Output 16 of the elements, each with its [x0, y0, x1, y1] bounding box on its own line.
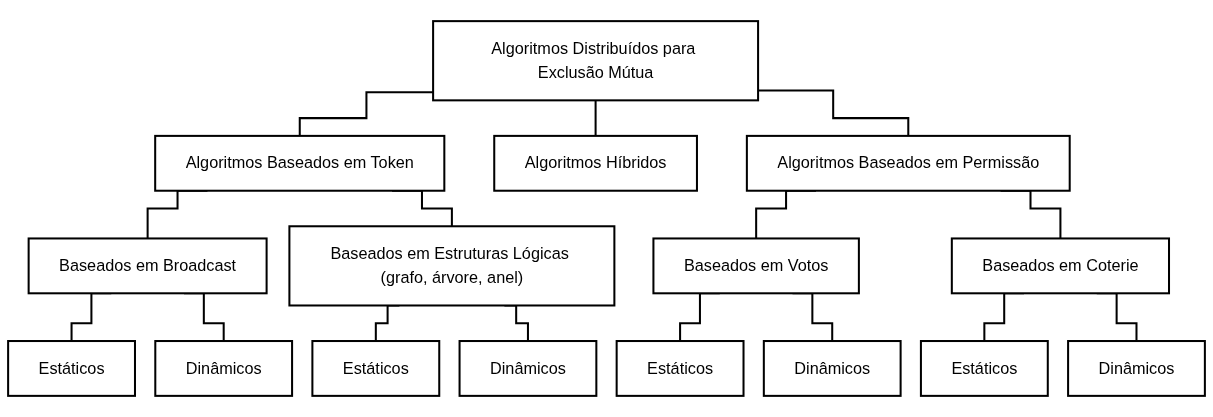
node-box: Algoritmos Baseados em Permissão: [745, 134, 1071, 192]
node-box: Estáticos: [615, 340, 745, 397]
node-box: Baseados em Broadcast: [27, 237, 268, 295]
node-box: Baseados em Estruturas Lógicas (grafo, árvore, anel): [288, 225, 616, 307]
node-box: Dinâmicos: [762, 340, 902, 397]
node-box: Algoritmos Híbridos: [493, 134, 698, 192]
node-box: Baseados em Coterie: [950, 237, 1171, 295]
node-box: Estáticos: [919, 340, 1049, 397]
node-box: Dinâmicos: [458, 340, 598, 397]
node-box: Dinâmicos: [1067, 340, 1206, 397]
node-box: Baseados em Votos: [652, 237, 860, 295]
node-box: Algoritmos Distribuídos para Exclusão Mútua: [432, 20, 760, 102]
node-box: Dinâmicos: [154, 340, 294, 397]
node-box: Estáticos: [7, 340, 136, 397]
node-box: Algoritmos Baseados em Token: [154, 134, 446, 192]
node-box: Estáticos: [311, 340, 441, 397]
